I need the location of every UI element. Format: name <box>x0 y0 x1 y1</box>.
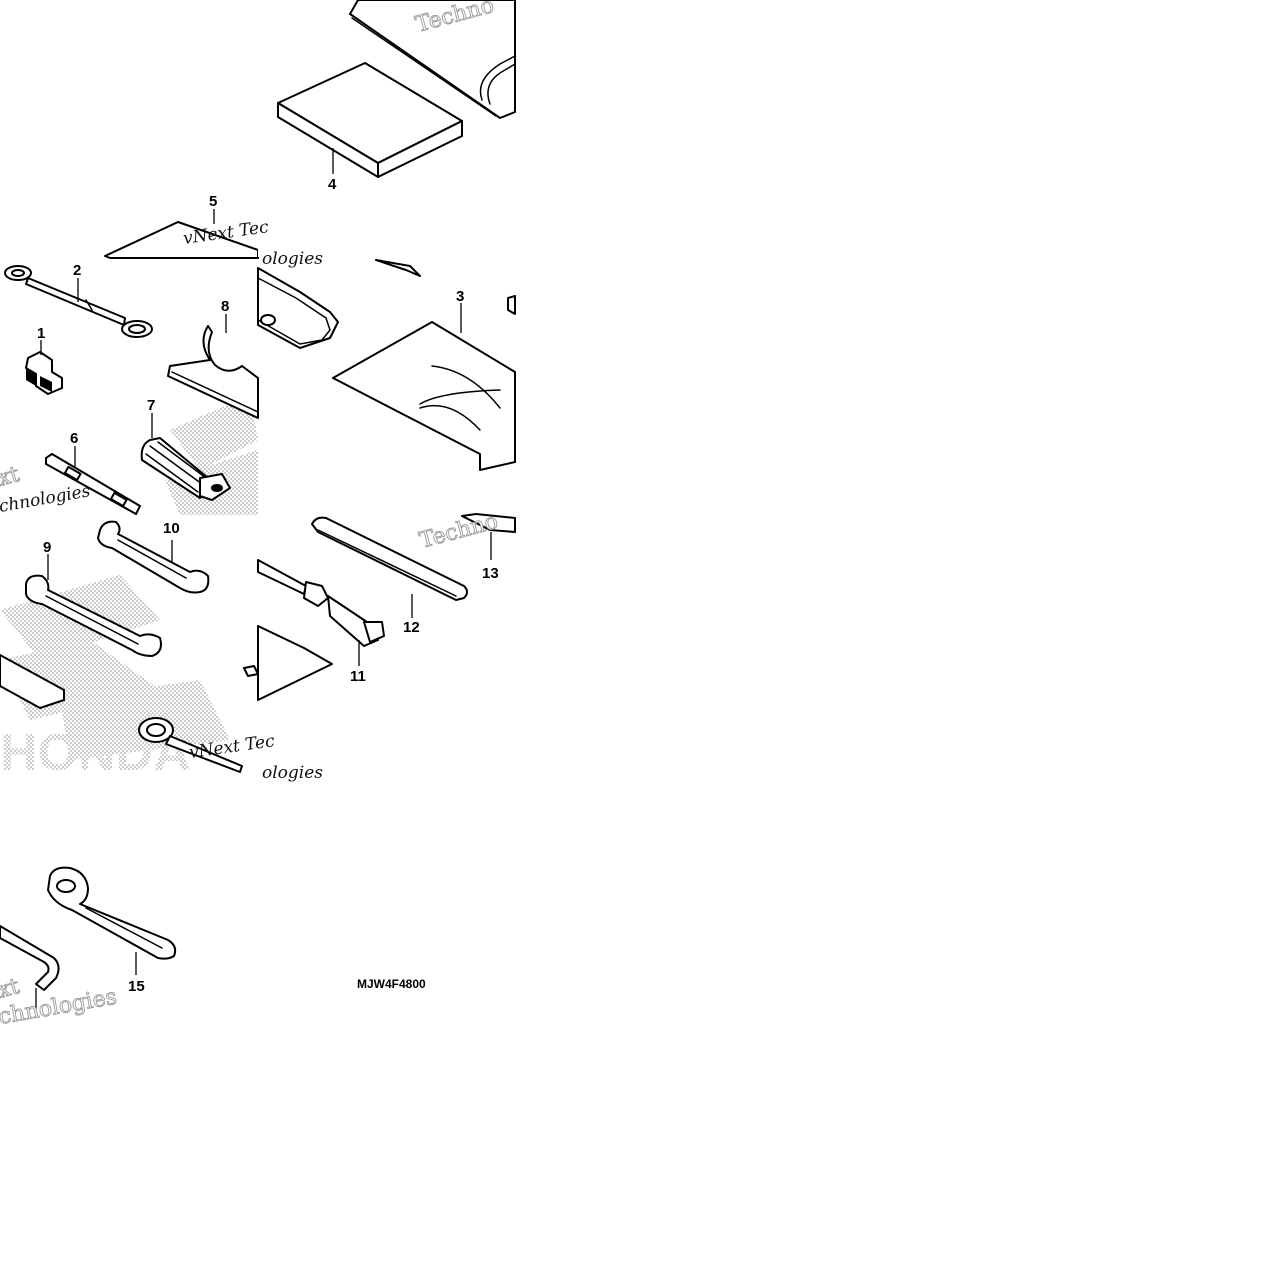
part-9-open-wrench: 9 <box>25 539 162 657</box>
callout-5: 5 <box>209 193 217 210</box>
part-6-screwdriver-bit: 6 <box>45 430 141 515</box>
callout-2: 2 <box>73 262 81 279</box>
tool-bag-top <box>349 0 516 119</box>
watermark-text-9: xt <box>0 974 22 1004</box>
callout-4: 4 <box>328 176 337 193</box>
part-8-pin-spanner: 8 <box>167 298 259 419</box>
part-7-screwdriver: 7 <box>140 397 231 501</box>
watermark-text-3: ologies <box>262 249 323 269</box>
part-bag-corner-lower <box>243 625 333 701</box>
part-2-helmet-cable: 2 <box>4 262 153 338</box>
diagram-code: MJW4F4800 <box>357 977 426 991</box>
callout-8: 8 <box>221 298 229 315</box>
callout-10: 10 <box>163 520 180 537</box>
callout-9: 9 <box>43 539 51 556</box>
part-4-owners-manual: 4 <box>277 62 463 193</box>
callout-13: 13 <box>482 565 499 582</box>
watermark-text-8: ologies <box>262 763 323 783</box>
part-15-box-spanner: 15 <box>47 866 177 995</box>
part-3-tool-bag-flat: 3 <box>257 259 516 471</box>
callout-6: 6 <box>70 430 78 447</box>
callout-11: 11 <box>350 668 366 685</box>
part-flat-bar-lower-left <box>0 654 65 709</box>
part-13-item: 13 <box>461 513 516 582</box>
callout-15: 15 <box>128 978 145 995</box>
part-10-open-wrench: 10 <box>97 520 210 594</box>
callout-12: 12 <box>403 619 420 636</box>
part-11-socket-wrench: 11 <box>257 559 385 685</box>
watermark-text-4: xt <box>0 462 22 492</box>
part-1-plug-cap: 1 <box>25 325 63 395</box>
watermark-text-6: Techno <box>417 509 501 554</box>
callout-1: 1 <box>37 325 45 342</box>
part-14-hex-key <box>0 925 60 1012</box>
callout-3: 3 <box>456 288 464 305</box>
part-box-wrench <box>138 717 243 773</box>
part-12-extension-handle: 12 <box>311 516 468 636</box>
callout-7: 7 <box>147 397 155 414</box>
